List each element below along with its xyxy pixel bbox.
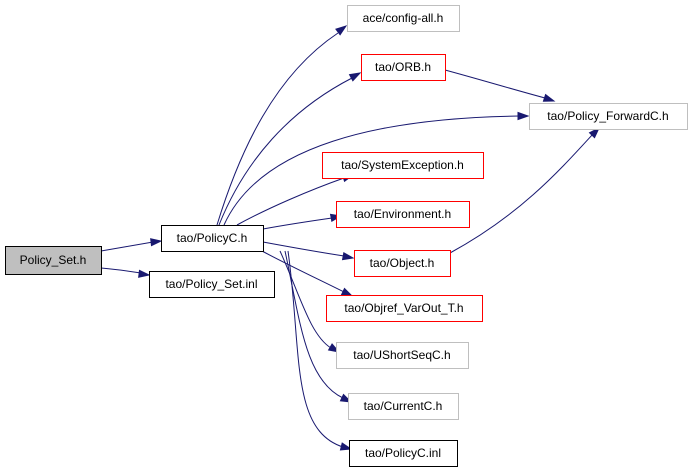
- edge-policyc-to-configall: [216, 25, 348, 226]
- nodes-layer: Policy_Set.h tao/PolicyC.h tao/Policy_Set.…: [5, 5, 688, 467]
- node-policycinl[interactable]: tao/PolicyC.inl: [349, 440, 458, 467]
- edge-line: [216, 32, 339, 226]
- edge-policyc-to-object: [262, 241, 355, 261]
- edge-root-to-policyset_inl: [100, 267, 151, 278]
- node-policyfwd[interactable]: tao/Policy_ForwardC.h: [529, 103, 688, 130]
- node-label: tao/Environment.h: [354, 207, 451, 221]
- node-box: [5, 246, 102, 275]
- arrowhead-icon: [150, 238, 163, 247]
- node-label: ace/config-all.h: [363, 11, 444, 25]
- node-box: [322, 152, 484, 179]
- edge-line: [284, 250, 344, 399]
- edge-line: [279, 250, 332, 349]
- node-policyc[interactable]: tao/PolicyC.h: [161, 225, 264, 252]
- node-env[interactable]: tao/Environment.h: [336, 201, 470, 228]
- node-label: tao/CurrentC.h: [364, 399, 443, 413]
- node-object[interactable]: tao/Object.h: [354, 250, 451, 277]
- arrowhead-icon: [339, 442, 353, 451]
- arrowhead-icon: [588, 126, 601, 139]
- node-box: [336, 201, 470, 228]
- node-box: [336, 342, 469, 369]
- node-current[interactable]: tao/CurrentC.h: [348, 393, 459, 420]
- arrowhead-icon: [542, 93, 556, 102]
- node-label: tao/ORB.h: [375, 60, 431, 74]
- node-label: tao/Object.h: [370, 256, 435, 270]
- arrowhead-icon: [348, 72, 362, 82]
- node-box: [347, 5, 460, 32]
- node-box: [361, 54, 446, 81]
- node-label: tao/Objref_VarOut_T.h: [344, 301, 463, 315]
- edge-line: [449, 133, 594, 254]
- node-sysexc[interactable]: tao/SystemException.h: [322, 152, 484, 179]
- edge-policyc-to-orb: [218, 72, 362, 226]
- edge-line: [100, 241, 154, 252]
- node-root: Policy_Set.h: [5, 246, 102, 275]
- node-orb[interactable]: tao/ORB.h: [361, 54, 446, 81]
- edge-line: [223, 115, 520, 226]
- node-ushort[interactable]: tao/UShortSeqC.h: [336, 342, 469, 369]
- node-box: [349, 440, 458, 467]
- arrowhead-icon: [340, 287, 354, 297]
- edge-policyc-to-env: [262, 213, 343, 230]
- edges-layer: [100, 25, 601, 451]
- node-box: [348, 393, 459, 420]
- edge-line: [236, 177, 345, 226]
- node-objref[interactable]: tao/Objref_VarOut_T.h: [326, 295, 483, 322]
- edge-line: [100, 267, 142, 274]
- edge-root-to-policyc: [100, 238, 163, 252]
- node-configall[interactable]: ace/config-all.h: [347, 5, 460, 32]
- node-label: tao/Policy_Set.inl: [165, 277, 257, 291]
- node-policyset_inl[interactable]: tao/Policy_Set.inl: [149, 271, 275, 298]
- node-label: tao/SystemException.h: [341, 158, 464, 172]
- edge-policyc-to-current: [284, 250, 353, 403]
- edge-object-to-policyfwd: [449, 126, 601, 254]
- node-box: [149, 271, 275, 298]
- node-box: [161, 225, 264, 252]
- edge-line: [261, 250, 345, 293]
- edge-orb-to-policyfwd: [444, 69, 556, 102]
- arrowhead-icon: [341, 251, 355, 261]
- edge-policyc-to-policyfwd: [223, 111, 530, 226]
- node-label: Policy_Set.h: [20, 253, 87, 267]
- node-box: [326, 295, 483, 322]
- edge-line: [287, 250, 344, 448]
- edge-line: [262, 217, 333, 230]
- edge-policyc-to-policycinl: [287, 250, 353, 451]
- edge-line: [262, 241, 345, 257]
- node-box: [354, 250, 451, 277]
- arrowhead-icon: [138, 269, 151, 278]
- edge-line: [218, 77, 353, 226]
- edge-policyc-to-objref: [261, 250, 354, 297]
- arrowhead-icon: [517, 111, 530, 121]
- node-label: tao/UShortSeqC.h: [353, 348, 450, 362]
- node-label: tao/Policy_ForwardC.h: [547, 109, 668, 123]
- node-label: tao/PolicyC.h: [177, 231, 248, 245]
- edge-line: [444, 69, 546, 99]
- node-label: tao/PolicyC.inl: [365, 446, 441, 460]
- arrowhead-icon: [335, 25, 348, 36]
- node-box: [529, 103, 688, 130]
